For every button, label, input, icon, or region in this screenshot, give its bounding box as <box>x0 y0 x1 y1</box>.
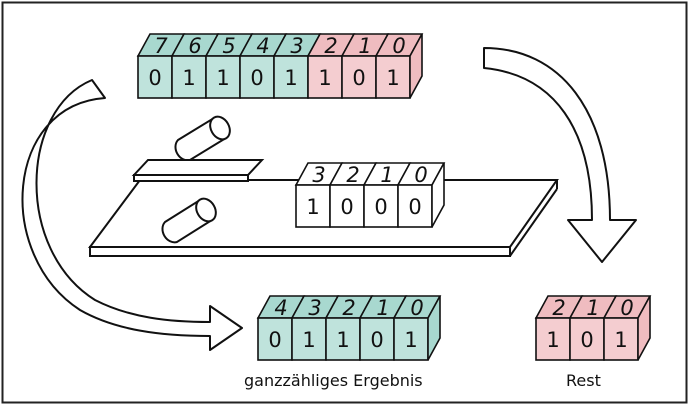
bit-cell-front <box>205 55 241 99</box>
bit-value-label: 1 <box>284 66 297 90</box>
bit-cell-front <box>137 55 173 99</box>
bit-cell: 40 <box>256 295 306 361</box>
bit-index-label: 1 <box>380 163 393 187</box>
bit-value-label: 0 <box>340 195 353 219</box>
bit-cell: 01 <box>392 295 442 361</box>
bit-value-label: 1 <box>318 66 331 90</box>
bit-value-label: 0 <box>374 195 387 219</box>
bit-cell-front <box>257 317 293 361</box>
cutting-blade <box>131 159 265 176</box>
left-curved-arrow <box>21 79 243 351</box>
bit-cell-front <box>307 55 343 99</box>
bit-index-label: 5 <box>222 34 235 58</box>
bit-cell-front <box>569 317 605 361</box>
bit-cell-front <box>239 55 275 99</box>
bit-cell: 10 <box>358 295 408 361</box>
bit-index-label: 3 <box>308 296 321 320</box>
bit-index-label: 3 <box>312 163 325 187</box>
bit-index-label: 6 <box>188 34 201 58</box>
rest-label: Rest <box>566 371 601 390</box>
result-label: ganzzähliges Ergebnis <box>244 371 423 390</box>
bit-cell: 61 <box>170 33 220 99</box>
lower-roller <box>161 197 217 244</box>
bit-cell-front <box>535 317 571 361</box>
bit-value-label: 0 <box>268 328 281 352</box>
bit-cell-front <box>171 55 207 99</box>
bit-value-label: 0 <box>148 66 161 90</box>
bit-cell-front <box>329 184 365 228</box>
bit-cell: 10 <box>340 33 390 99</box>
bit-index-label: 2 <box>346 163 359 187</box>
bit-cell: 70 <box>136 33 186 99</box>
bit-cell-front <box>363 184 399 228</box>
bit-cell: 31 <box>294 162 344 228</box>
register-side-face <box>427 295 441 361</box>
bit-index-label: 2 <box>552 296 565 320</box>
register-side-face <box>431 162 445 228</box>
upper-roller <box>174 115 231 162</box>
right-curved-arrow <box>483 47 637 263</box>
bit-index-label: 4 <box>274 296 287 320</box>
bit-value-label: 0 <box>352 66 365 90</box>
bit-value-label: 1 <box>546 328 559 352</box>
bit-index-label: 1 <box>376 296 389 320</box>
register-side-face <box>409 33 423 99</box>
register-side-face <box>637 295 651 361</box>
bit-value-label: 1 <box>182 66 195 90</box>
bit-cell-front <box>291 317 327 361</box>
bit-index-label: 2 <box>324 34 337 58</box>
bit-cell: 51 <box>204 33 254 99</box>
bit-cell: 21 <box>534 295 584 361</box>
bit-index-label: 4 <box>256 34 269 58</box>
cutter-base-side <box>509 188 558 257</box>
bit-index-label: 2 <box>342 296 355 320</box>
bit-value-label: 1 <box>306 195 319 219</box>
bit-index-label: 0 <box>620 296 633 320</box>
bit-value-label: 0 <box>370 328 383 352</box>
bit-value-label: 0 <box>580 328 593 352</box>
bit-cell: 10 <box>568 295 618 361</box>
bit-value-label: 0 <box>408 195 421 219</box>
bit-cell: 40 <box>238 33 288 99</box>
bit-index-label: 0 <box>414 163 427 187</box>
bit-index-label: 0 <box>392 34 405 58</box>
cutter-base-edge <box>89 246 511 257</box>
bit-index-label: 1 <box>586 296 599 320</box>
bit-cell: 01 <box>602 295 652 361</box>
bit-cell: 01 <box>374 33 424 99</box>
bit-cell: 31 <box>272 33 322 99</box>
bit-cell: 20 <box>328 162 378 228</box>
bit-value-label: 1 <box>336 328 349 352</box>
bit-value-label: 1 <box>386 66 399 90</box>
bit-value-label: 1 <box>302 328 315 352</box>
bit-value-label: 0 <box>250 66 263 90</box>
cutting-blade-edge <box>133 174 249 182</box>
bit-cell: 31 <box>290 295 340 361</box>
bit-index-label: 7 <box>154 34 168 58</box>
bit-cell: 21 <box>324 295 374 361</box>
bit-cell-front <box>359 317 395 361</box>
bit-index-label: 3 <box>290 34 303 58</box>
bit-cell-front <box>273 55 309 99</box>
bit-index-label: 1 <box>358 34 371 58</box>
bit-index-label: 0 <box>410 296 423 320</box>
bit-cell: 21 <box>306 33 356 99</box>
bit-value-label: 1 <box>216 66 229 90</box>
bit-value-label: 1 <box>614 328 627 352</box>
bit-cell-front <box>603 317 639 361</box>
bit-value-label: 1 <box>404 328 417 352</box>
